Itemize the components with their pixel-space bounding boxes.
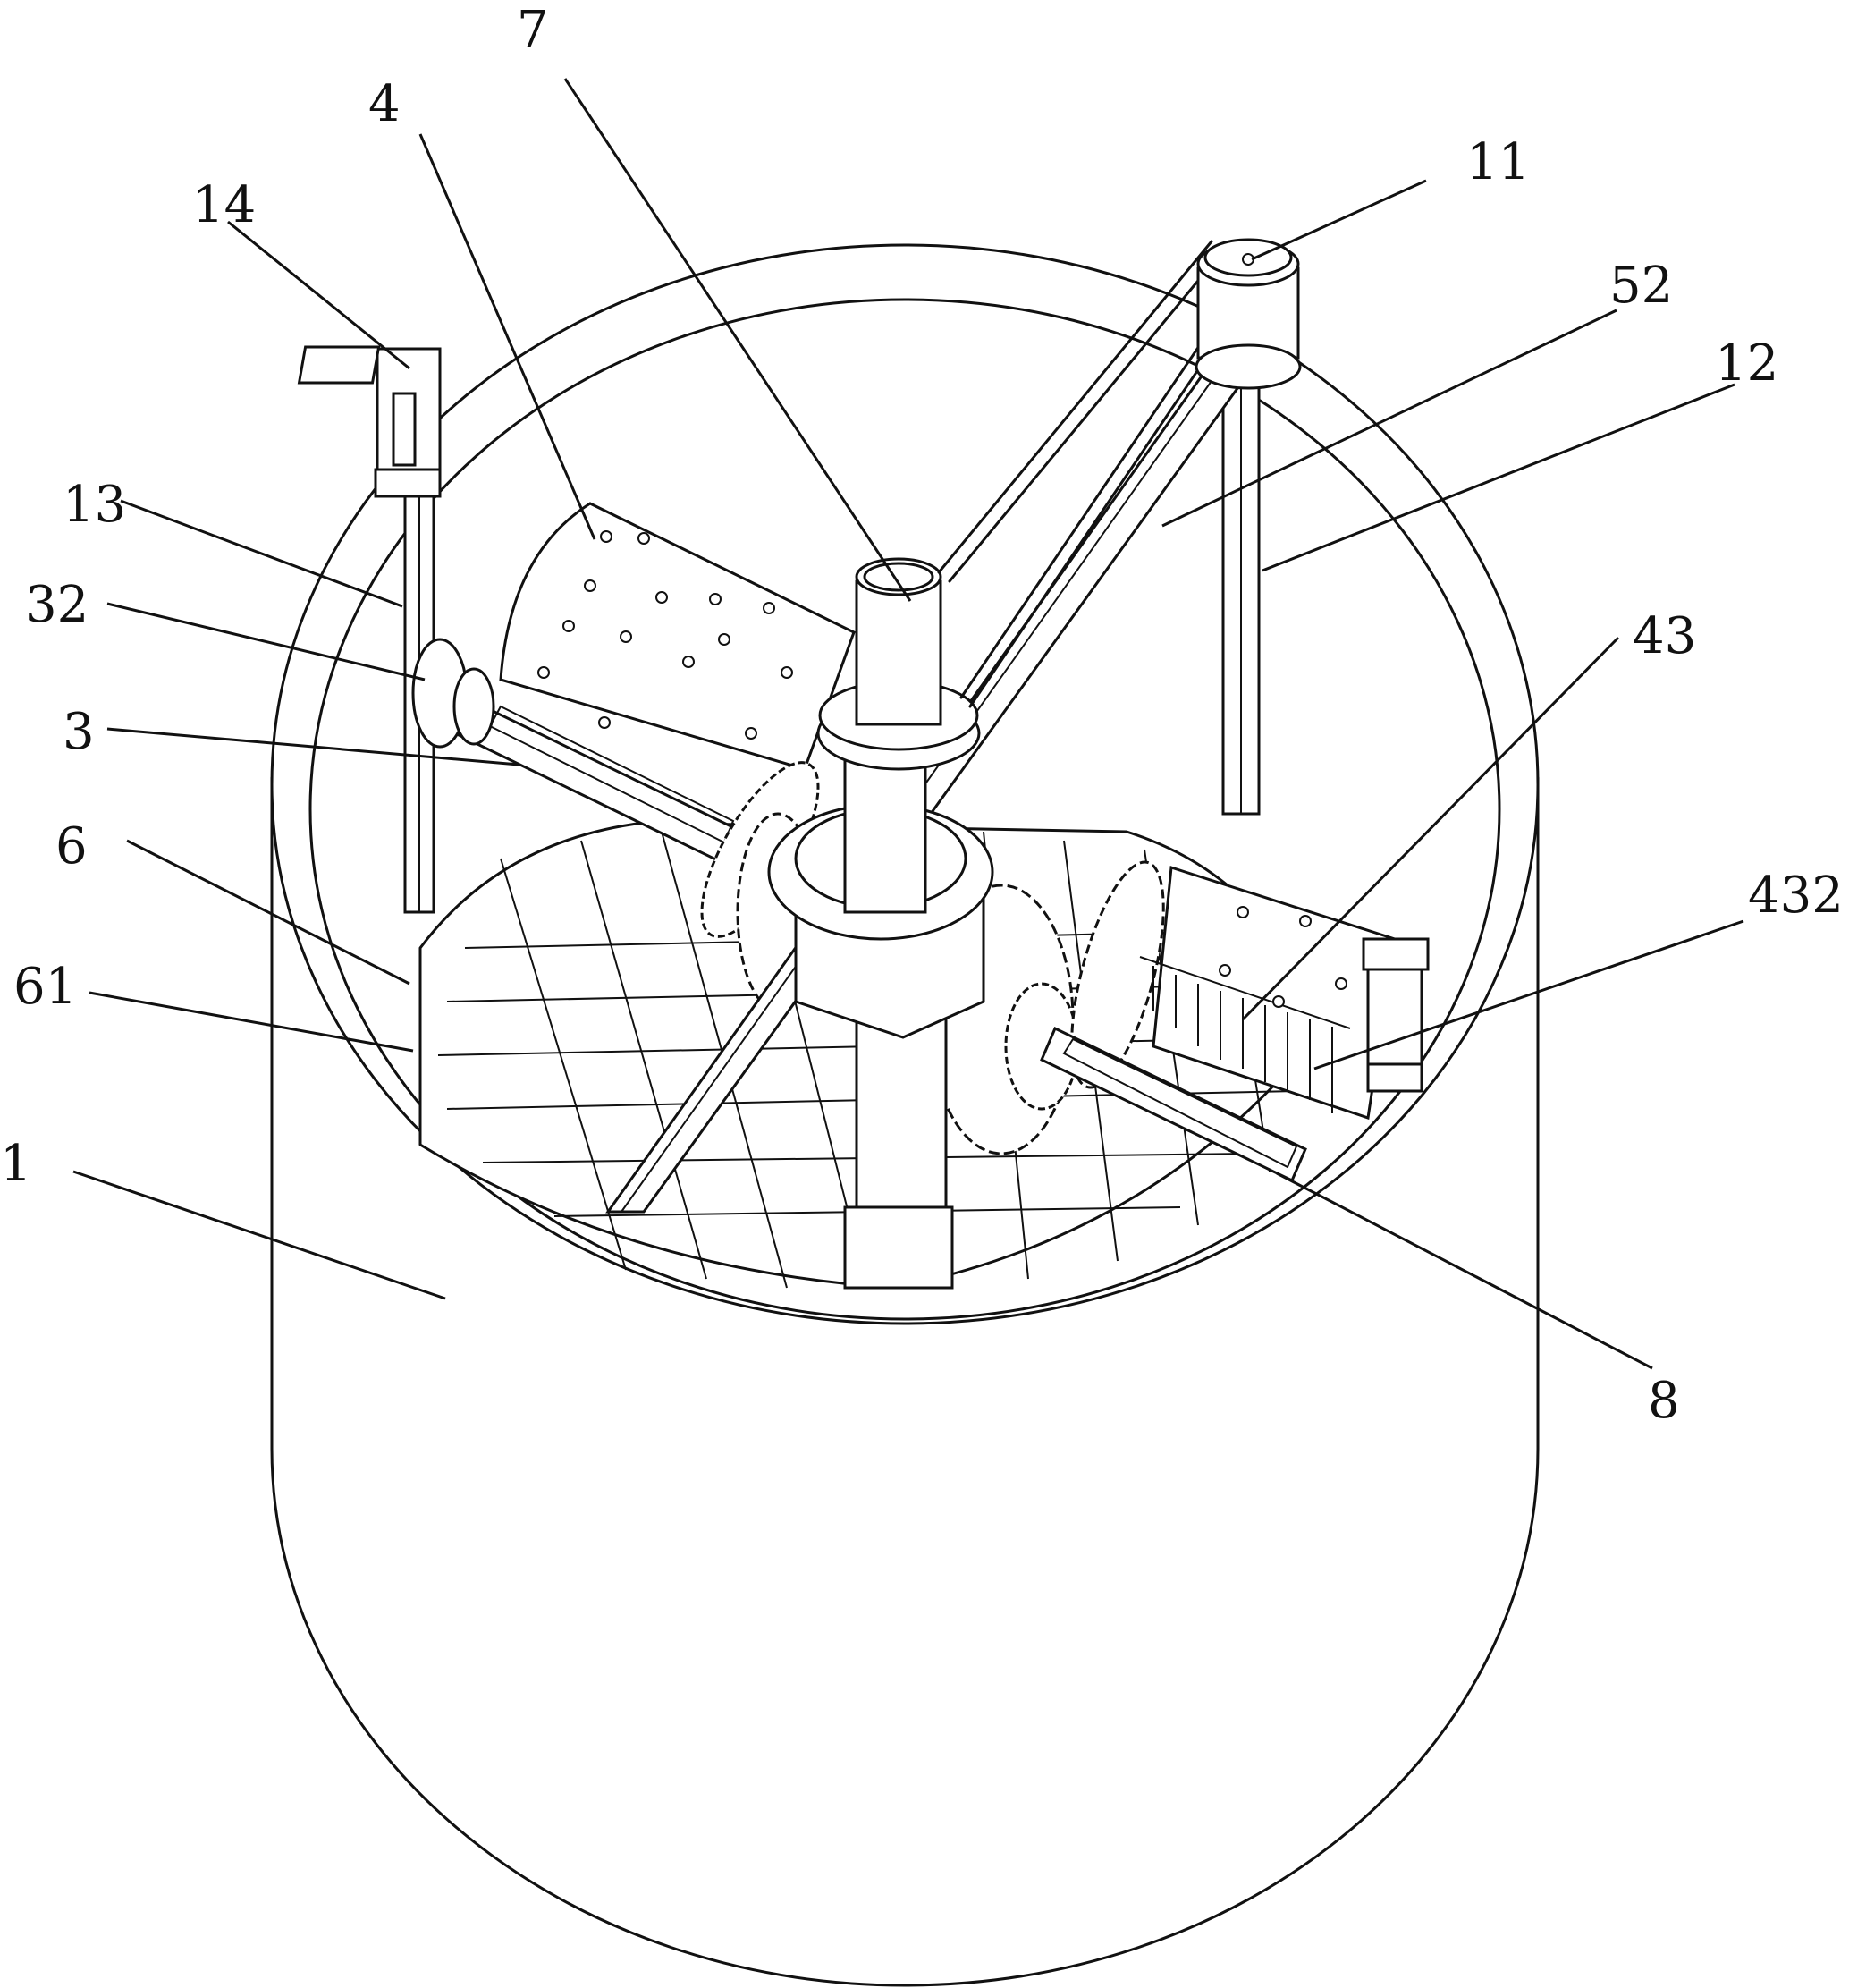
label-32: 32 xyxy=(25,576,89,634)
label-3: 3 xyxy=(63,703,95,761)
label-432: 432 xyxy=(1748,867,1844,925)
part-labels: 7 4 11 14 52 12 13 32 43 3 432 6 61 1 8 xyxy=(0,1,1844,1430)
label-13: 13 xyxy=(63,476,126,534)
label-4: 4 xyxy=(368,75,401,133)
air-cylinder-left xyxy=(297,345,442,498)
label-8: 8 xyxy=(1648,1372,1680,1430)
label-43: 43 xyxy=(1633,607,1696,665)
label-6: 6 xyxy=(55,817,88,876)
air-cylinder-right xyxy=(1362,937,1430,1093)
label-61: 61 xyxy=(13,958,77,1016)
central-shaft xyxy=(767,557,994,1290)
label-12: 12 xyxy=(1715,334,1778,393)
label-14: 14 xyxy=(192,176,256,234)
perforated-plate xyxy=(499,502,856,771)
label-11: 11 xyxy=(1466,133,1530,191)
label-7: 7 xyxy=(517,1,549,59)
support-post-right xyxy=(1221,365,1261,816)
cylinder-tank xyxy=(270,243,1540,1987)
label-1: 1 xyxy=(0,1135,32,1193)
drive-motor xyxy=(937,238,1302,708)
label-52: 52 xyxy=(1609,257,1673,315)
leader-lines xyxy=(72,78,1744,1370)
comb-plate xyxy=(1139,866,1397,1120)
